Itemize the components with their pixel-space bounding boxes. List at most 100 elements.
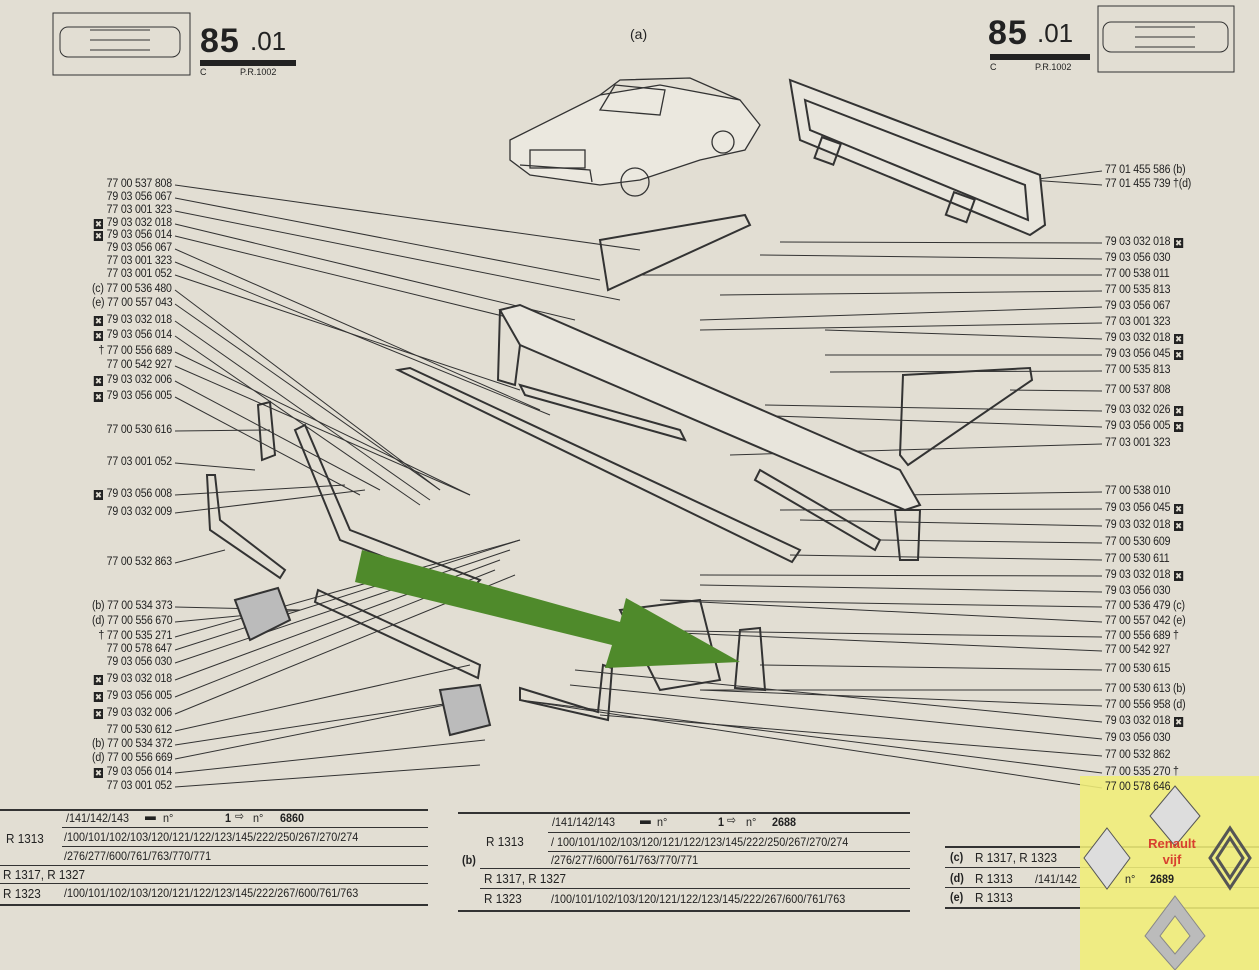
part-number: 77 03 001 323	[106, 255, 172, 267]
right-part-label: 79 03 032 018✖	[1105, 715, 1187, 728]
variant-label: (c)	[950, 850, 964, 864]
leader-line	[174, 462, 256, 471]
variant-label: (b)	[462, 853, 476, 867]
variant-label: (e)	[950, 890, 964, 904]
boxed-x-icon: ✖	[1173, 504, 1184, 514]
grille-thumbnail-right-icon	[1097, 5, 1235, 73]
leader-line	[174, 484, 346, 496]
leader-line	[174, 184, 641, 251]
table-cell: n°	[657, 815, 668, 829]
variant-prefix: (c)	[92, 283, 104, 295]
part-number: 77 00 542 927	[106, 359, 172, 371]
right-part-label: 77 00 535 813	[1105, 284, 1170, 297]
header-bar	[990, 54, 1090, 60]
variant-suffix: (b)	[1173, 683, 1186, 695]
pr-code: P.R.1002	[1035, 62, 1072, 72]
right-part-label: 77 00 556 958(d)	[1105, 699, 1186, 712]
leader-line	[519, 699, 1103, 774]
leader-line	[174, 549, 511, 664]
part-number: 77 03 001 323	[1105, 437, 1171, 449]
left-part-label: 77 03 001 052	[107, 268, 172, 281]
part-number: 77 03 001 052	[106, 456, 172, 468]
part-number: 77 00 534 372	[106, 738, 172, 750]
boxed-x-icon: ✖	[93, 376, 104, 386]
leader-line	[719, 290, 1103, 296]
table-cell: n°	[1125, 872, 1136, 886]
variant-prefix: (b)	[91, 600, 105, 612]
right-part-label: 77 00 535 270†	[1105, 766, 1179, 779]
part-number: 79 03 032 006	[106, 707, 172, 719]
table-cell: /141/142/143	[552, 815, 616, 829]
boxed-x-icon: ✖	[93, 231, 104, 241]
boxed-x-icon: ✖	[93, 219, 104, 229]
right-part-label: 77 00 557 042(e)	[1105, 615, 1186, 628]
part-number: 79 03 056 030	[1105, 732, 1171, 744]
leader-line	[174, 699, 471, 746]
table-cell: n°	[163, 811, 174, 825]
boxed-x-icon: ✖	[1173, 406, 1184, 416]
leader-line	[174, 351, 471, 496]
boxed-x-icon: ✖	[1173, 717, 1184, 727]
boxed-x-icon: ✖	[1173, 350, 1184, 360]
variant-suffix: †(d)	[1173, 178, 1192, 190]
leader-line	[609, 629, 1103, 652]
left-part-label: 77 03 001 323	[107, 255, 172, 268]
part-number: 77 00 534 373	[106, 600, 172, 612]
part-number: 79 03 056 014	[106, 329, 172, 341]
right-part-label: 79 03 032 018✖	[1105, 519, 1187, 532]
table-cell: /276/277/600/761/763/770/771	[551, 853, 699, 867]
right-part-label: 79 03 056 005✖	[1105, 420, 1187, 433]
leader-line	[174, 248, 541, 411]
model-label: R 1313	[975, 890, 1013, 905]
right-part-label: 77 01 455 739†(d)	[1105, 178, 1191, 191]
variant-prefix: (d)	[91, 615, 105, 627]
leader-line	[174, 489, 366, 514]
leader-line	[609, 629, 1103, 638]
right-part-label: 77 00 538 011	[1105, 268, 1170, 281]
boxed-x-icon: ✖	[93, 490, 104, 500]
pr-code: P.R.1002	[240, 67, 277, 77]
variant-suffix: (d)	[1173, 699, 1186, 711]
right-part-label: 77 01 455 586(b)	[1105, 164, 1186, 177]
renault-watermark: Renault vijf	[1080, 776, 1259, 970]
leader-line	[764, 404, 1103, 412]
left-part-label: ✖79 03 056 014	[90, 229, 172, 242]
rear-bumper-illustration	[788, 78, 1047, 237]
right-part-label: 79 03 032 026✖	[1105, 404, 1187, 417]
leader-line	[1009, 389, 1103, 392]
leader-line	[174, 664, 471, 732]
part-number: 77 00 530 613	[1105, 683, 1171, 695]
part-number: 79 03 032 018	[1105, 519, 1171, 531]
variant-suffix: †	[1173, 766, 1179, 778]
variant-suffix: (c)	[1173, 600, 1185, 612]
variant-suffix: †	[1173, 630, 1179, 642]
grille-thumbnail-left-icon	[52, 12, 191, 76]
variant-suffix: (e)	[1173, 615, 1186, 627]
part-number: 77 00 532 862	[1105, 749, 1171, 761]
front-bumper-illustration	[205, 213, 1034, 737]
part-number: 77 00 557 043	[106, 297, 172, 309]
boxed-x-icon: ✖	[93, 709, 104, 719]
left-part-label: ✖79 03 056 005	[90, 690, 172, 703]
boxed-x-icon: ✖	[93, 692, 104, 702]
part-number: 79 03 056 067	[106, 191, 172, 203]
leader-line	[174, 396, 361, 496]
car-illustration	[509, 77, 761, 197]
table-cell: /141/142/143	[66, 811, 130, 825]
left-part-label: 79 03 056 067	[107, 242, 172, 255]
renault-logo-vintage-icon	[1083, 785, 1201, 890]
part-number: 79 03 056 067	[1105, 300, 1171, 312]
part-number: 79 03 056 030	[1105, 252, 1171, 264]
variant-prefix: †	[98, 630, 104, 642]
leader-line	[174, 549, 226, 564]
part-number: 77 01 455 586	[1105, 164, 1171, 176]
part-number: 77 00 542 927	[1105, 644, 1171, 656]
left-part-label: (b)77 00 534 372	[91, 738, 173, 751]
leader-line	[659, 599, 1103, 608]
leader-line	[1029, 179, 1103, 186]
leader-line	[699, 574, 1103, 577]
boxed-x-icon: ✖	[93, 768, 104, 778]
right-part-label: 79 03 032 018✖	[1105, 569, 1187, 582]
left-part-label: (c)77 00 536 480	[92, 283, 172, 296]
variant-prefix: (b)	[91, 738, 105, 750]
